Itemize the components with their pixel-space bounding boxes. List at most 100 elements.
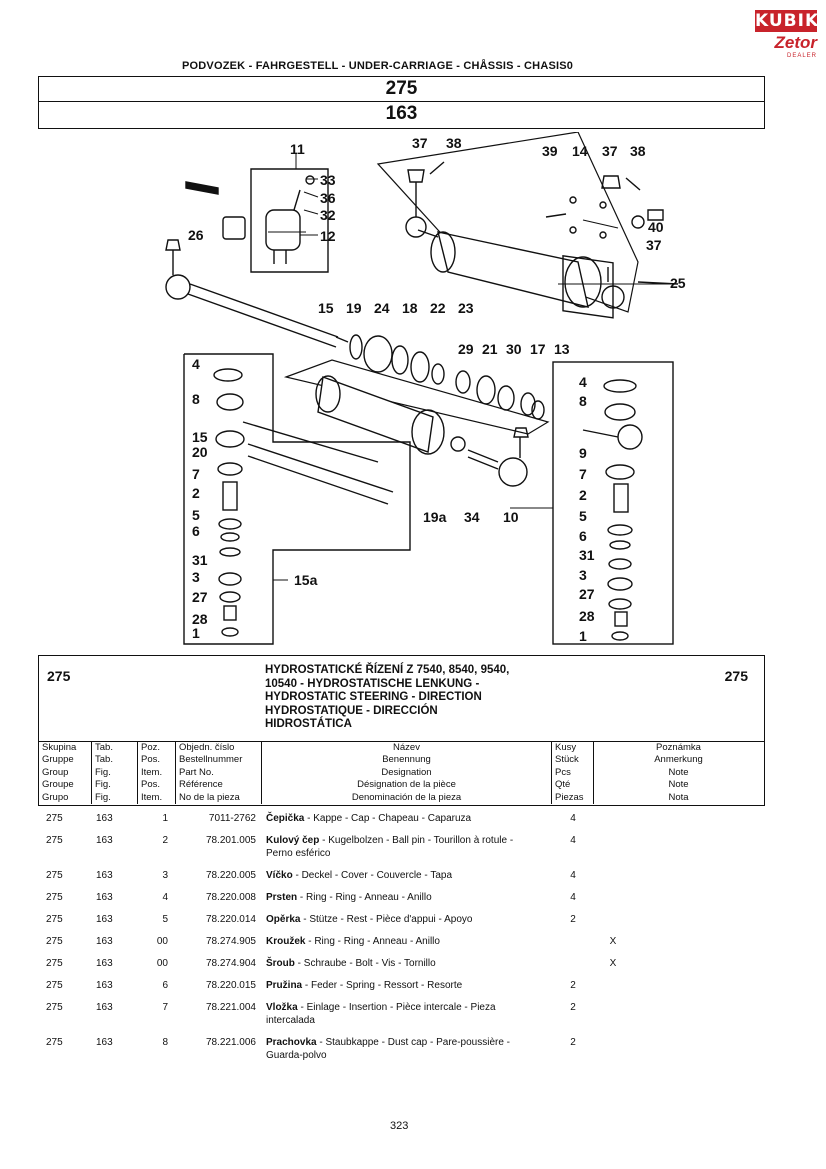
row-name-line2: Guarda-polvo — [266, 1050, 327, 1061]
row-table: 163 — [96, 835, 113, 846]
row-part-number: 78.221.004 — [205, 1002, 256, 1013]
callout-3: 3 — [192, 569, 200, 585]
callout-34: 34 — [464, 509, 480, 525]
callout-18: 18 — [402, 300, 418, 316]
row-name-cz: Víčko — [266, 870, 293, 881]
row-pos: 1 — [162, 813, 168, 824]
callout-12: 12 — [320, 228, 336, 244]
row-qty: 2 — [570, 914, 576, 925]
callout-40: 40 — [648, 219, 664, 235]
row-pos: 8 — [162, 1037, 168, 1048]
row-part-number: 78.220.005 — [205, 870, 256, 881]
row-group: 275 — [46, 958, 63, 969]
row-qty: 2 — [570, 1037, 576, 1048]
chapter-title: PODVOZEK - FAHRGESTELL - UNDER-CARRIAGE … — [182, 60, 574, 72]
row-group: 275 — [46, 936, 63, 947]
section-description: 275 HYDROSTATICKÉ ŘÍZENÍ Z 7540, 8540, 9… — [38, 655, 765, 742]
callout-32: 32 — [320, 207, 336, 223]
row-part-number: 78.201.005 — [205, 835, 256, 846]
logo-sub: Zetor — [774, 33, 818, 52]
callout-6: 6 — [192, 523, 200, 539]
row-name-translations: - Einlage - Insertion - Pièce intercale … — [297, 1002, 496, 1013]
col-pos: Poz.Pos.Item.Pos.Item. — [137, 742, 175, 804]
row-group: 275 — [46, 980, 63, 991]
row-pos: 3 — [162, 870, 168, 881]
callout-21: 21 — [482, 341, 498, 357]
col-table: Tab.Tab.Fig.Fig.Fig. — [91, 742, 137, 804]
callout-36: 36 — [320, 190, 336, 206]
callout-24: 24 — [374, 300, 390, 316]
exploded-parts-diagram: 1133363212263738391437384037251519241822… — [165, 132, 686, 645]
callout-4: 4 — [192, 356, 200, 372]
row-name-translations: - Kugelbolzen - Ball pin - Tourillon à r… — [319, 835, 514, 846]
row-part-number: 78.220.014 — [205, 914, 256, 925]
row-name: Kroužek - Ring - Ring - Anneau - Anillo — [266, 935, 556, 948]
row-name-translations: - Ring - Ring - Anneau - Anillo — [297, 892, 432, 903]
row-name-translations: - Deckel - Cover - Couvercle - Tapa — [292, 870, 452, 881]
callout-39: 39 — [542, 143, 558, 159]
callout-33: 33 — [320, 172, 336, 188]
row-name-line2: intercalada — [266, 1015, 315, 1026]
row-group: 275 — [46, 914, 63, 925]
callout-31: 31 — [192, 552, 208, 568]
logo-dealer: DEALER — [786, 53, 817, 59]
callout-4: 4 — [579, 374, 587, 390]
callout-7: 7 — [579, 466, 587, 482]
row-name-cz: Prachovka — [266, 1037, 317, 1048]
row-qty: 4 — [570, 813, 576, 824]
row-name: Šroub - Schraube - Bolt - Vis - Tornillo — [266, 957, 556, 970]
title-line: HYDROSTATIQUE - DIRECCIÓN — [265, 704, 438, 717]
row-pos: 7 — [162, 1002, 168, 1013]
callout-9: 9 — [579, 445, 587, 461]
row-qty: 2 — [570, 980, 576, 991]
row-part-number: 78.221.006 — [205, 1037, 256, 1048]
section-code-left: 275 — [47, 668, 71, 684]
callout-38: 38 — [446, 135, 462, 151]
row-part-number: 78.274.904 — [205, 958, 256, 969]
row-table: 163 — [96, 1002, 113, 1013]
callout-11: 11 — [290, 141, 305, 157]
row-pos: 00 — [156, 936, 168, 947]
row-name-translations: - Staubkappe - Dust cap - Pare-poussière… — [316, 1037, 511, 1048]
title-line: HYDROSTATIC STEERING - DIRECTION — [265, 691, 482, 703]
callout-2: 2 — [579, 487, 587, 503]
row-note: X — [609, 958, 617, 969]
callout-26: 26 — [188, 227, 204, 243]
row-qty: 4 — [570, 892, 576, 903]
row-name-cz: Čepička — [266, 813, 305, 824]
row-name-cz: Prsten — [266, 892, 298, 903]
row-name: Čepička - Kappe - Cap - Chapeau - Caparu… — [266, 812, 556, 825]
table-number: 163 — [38, 102, 765, 129]
row-qty: 2 — [570, 1002, 576, 1013]
callout-27: 27 — [192, 589, 208, 605]
callout-27: 27 — [579, 586, 595, 602]
row-name: Pružina - Feder - Spring - Ressort - Res… — [266, 979, 556, 992]
logo-brand: KUBIK — [755, 10, 820, 32]
row-name: Vložka - Einlage - Insertion - Pièce int… — [266, 1001, 556, 1027]
callout-3: 3 — [579, 567, 587, 583]
callout-6: 6 — [579, 528, 587, 544]
row-group: 275 — [46, 1002, 63, 1013]
row-pos: 2 — [162, 835, 168, 846]
callout-37: 37 — [602, 143, 618, 159]
callout-8: 8 — [579, 393, 587, 409]
callout-8: 8 — [192, 391, 200, 407]
row-name: Prsten - Ring - Ring - Anneau - Anillo — [266, 891, 556, 904]
row-part-number: 78.220.008 — [205, 892, 256, 903]
callout-15: 15 — [192, 429, 208, 445]
callout-14: 14 — [572, 143, 588, 159]
callout-10: 10 — [503, 509, 519, 525]
row-group: 275 — [46, 870, 63, 881]
row-table: 163 — [96, 936, 113, 947]
row-part-number: 78.220.015 — [205, 980, 256, 991]
